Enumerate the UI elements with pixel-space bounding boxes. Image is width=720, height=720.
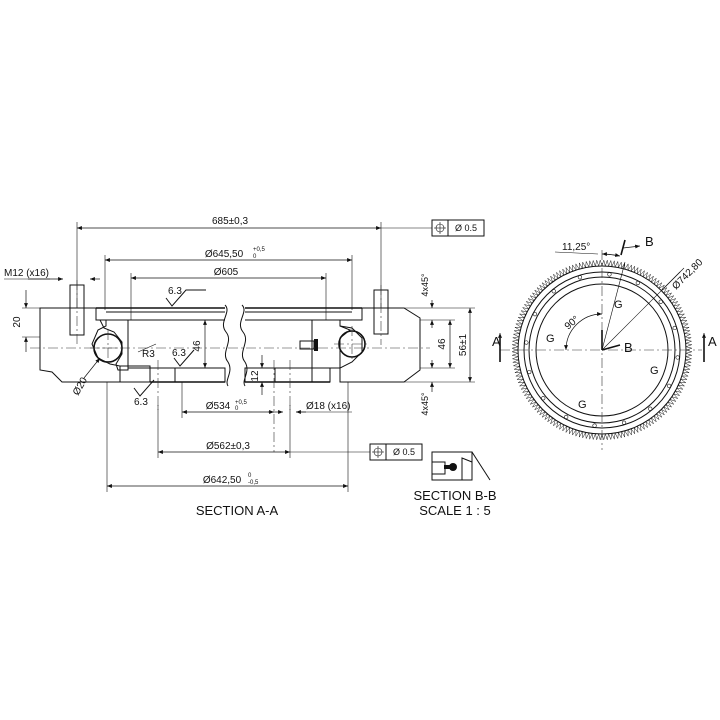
- dim-d20-label: Ø20: [71, 375, 90, 397]
- svg-text:0: 0: [248, 473, 252, 479]
- section-a-markers: A A: [492, 333, 717, 362]
- label-a-left: A: [492, 334, 501, 349]
- dim-d642-label: Ø642,50: [203, 475, 242, 486]
- dim-h20: 20: [12, 290, 72, 352]
- mounting-hole: [621, 420, 627, 425]
- mounting-hole: [524, 340, 529, 345]
- roughness-symbol-1: 6.3: [165, 286, 206, 307]
- mounting-hole: [635, 280, 640, 286]
- roughness-symbol-3: 6.3: [133, 379, 155, 408]
- dim-h46-inner: 46: [192, 320, 207, 368]
- dim-d18: Ø18 (x16): [268, 401, 352, 414]
- label-b-top: B: [645, 234, 654, 249]
- svg-text:-0,5: -0,5: [248, 480, 259, 486]
- dim-outer-width-label: 685±0,3: [212, 216, 249, 227]
- svg-text:6.3: 6.3: [168, 286, 182, 297]
- mounting-hole: [607, 272, 612, 277]
- mounting-hole: [564, 414, 569, 420]
- dim-chamfer-bottom: 4x45°: [420, 392, 430, 416]
- section-b-title: SECTION B-B: [413, 488, 496, 503]
- mounting-holes: [524, 272, 680, 428]
- roughness-symbol-2: 6.3: [172, 348, 195, 367]
- mounting-hole: [532, 312, 538, 317]
- tolerance-value-bottom: Ø 0.5: [393, 447, 415, 457]
- dim-d645: Ø645,50 +0,5 0: [104, 247, 353, 310]
- right-ring-section: [299, 285, 421, 383]
- dim-r3-label: R3: [142, 349, 155, 360]
- mounting-hole: [675, 355, 680, 360]
- svg-text:0: 0: [235, 406, 239, 412]
- dim-chamfer-top: 4x45°: [420, 273, 430, 297]
- dim-d742: Ø742,80: [663, 257, 706, 292]
- dim-h20-label: 20: [12, 316, 23, 328]
- tolerance-value-top: Ø 0.5: [455, 223, 477, 233]
- dim-h46-inner-label: 46: [192, 340, 203, 352]
- tolerance-frame-top: Ø 0.5: [381, 219, 485, 237]
- gear-tooth-profile: [511, 259, 693, 441]
- dim-outer-width: 685±0,3: [76, 216, 382, 308]
- angle-90: 90°: [563, 312, 603, 351]
- bearing-body: [96, 304, 362, 452]
- tolerance-frame-bottom: Ø 0.5: [369, 443, 423, 461]
- dim-d20: Ø20: [71, 357, 101, 398]
- mounting-hole: [541, 396, 546, 401]
- dim-d562-label: Ø562±0,3: [206, 441, 250, 452]
- mounting-hole: [658, 299, 663, 304]
- section-a-a: 685±0,3 Ø 0.5 Ø645,50 +0,5 0 Ø605: [4, 216, 485, 518]
- mounting-hole: [577, 275, 583, 280]
- left-ring-section: [39, 280, 126, 383]
- section-b-scale: SCALE 1 : 5: [419, 503, 491, 518]
- dim-h12: 12: [250, 355, 264, 395]
- section-b-marker: B B: [601, 234, 654, 355]
- dim-h56-label: 56±1: [458, 333, 469, 356]
- mounting-hole: [648, 406, 653, 411]
- dim-m12: M12 (x16): [4, 268, 100, 281]
- mounting-hole: [666, 383, 672, 388]
- angle-label-11-25: 11,25°: [562, 242, 590, 253]
- dim-right-heights: 46 56±1 4x45° 4x45°: [404, 273, 475, 416]
- label-a-right: A: [708, 334, 717, 349]
- gear-view: B B A A 11,25° 90° Ø742,80: [492, 234, 717, 450]
- mounting-hole: [672, 325, 677, 331]
- label-g-1: G: [614, 299, 623, 311]
- svg-text:+0,5: +0,5: [235, 400, 248, 406]
- dim-d534-label: Ø534: [206, 401, 231, 412]
- angle-11-25: 11,25°: [554, 242, 621, 257]
- dim-m12-label: M12 (x16): [4, 268, 49, 279]
- dim-d645-label: Ø645,50: [205, 249, 244, 260]
- dim-h46-outer-label: 46: [437, 338, 448, 350]
- dim-d18-label: Ø18 (x16): [306, 401, 350, 412]
- dim-d642: Ø642,50 0 -0,5: [106, 382, 349, 492]
- svg-text:6.3: 6.3: [134, 397, 148, 408]
- svg-text:6.3: 6.3: [172, 348, 186, 359]
- gear-teeth: [511, 259, 693, 441]
- dim-d645-tol-upper: +0,5: [253, 247, 266, 253]
- label-g-3: G: [650, 365, 659, 377]
- mounting-hole: [592, 423, 597, 428]
- dim-d534: Ø534 +0,5 0: [181, 382, 274, 418]
- angle-label-90: 90°: [563, 314, 582, 332]
- mounting-hole: [527, 369, 532, 375]
- dim-d742-label: Ø742,80: [670, 257, 705, 292]
- dim-d562: Ø562±0,3: [157, 405, 370, 458]
- label-g-2: G: [546, 333, 555, 345]
- dim-d645-tol-lower: 0: [253, 254, 257, 260]
- label-b-center: B: [624, 340, 633, 355]
- label-g-4: G: [578, 399, 587, 411]
- section-b-b: SECTION B-B SCALE 1 : 5: [413, 451, 497, 518]
- mounting-hole: [551, 289, 556, 294]
- dim-d605-label: Ø605: [214, 267, 239, 278]
- section-a-title: SECTION A-A: [196, 503, 279, 518]
- dim-h12-label: 12: [250, 370, 261, 382]
